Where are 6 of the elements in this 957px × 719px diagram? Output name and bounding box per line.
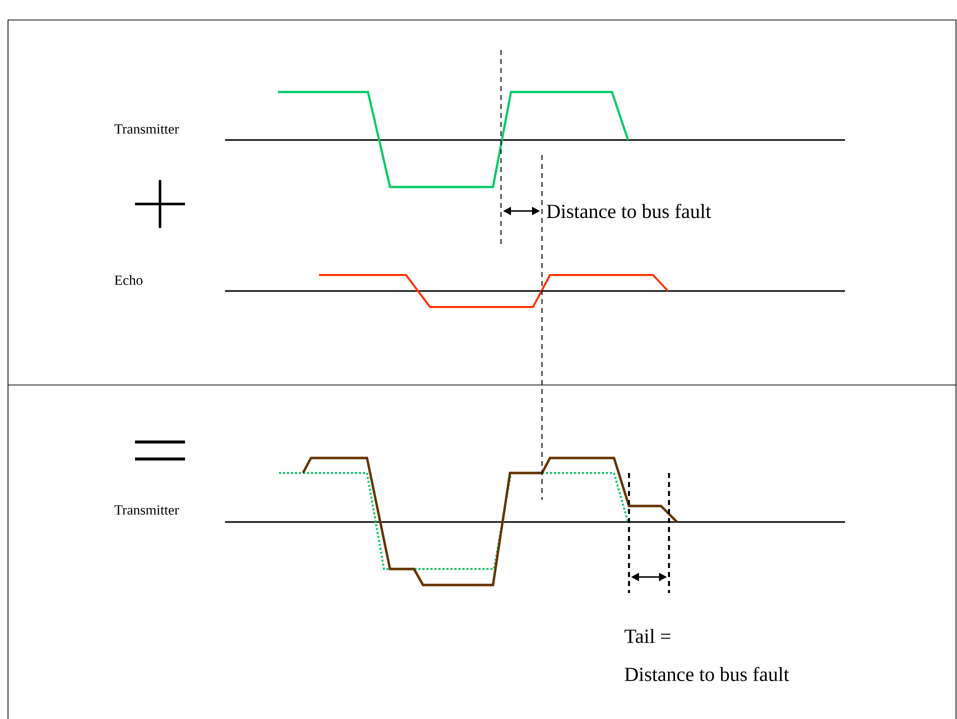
label-text: Distance to bus fault <box>624 666 790 682</box>
label-text: Transmitter <box>114 124 179 134</box>
label-text: Echo <box>114 275 142 285</box>
label-text: Distance to bus fault <box>546 204 712 218</box>
label-text: Transmitter <box>114 505 179 515</box>
label-text: Tail = <box>624 628 670 644</box>
